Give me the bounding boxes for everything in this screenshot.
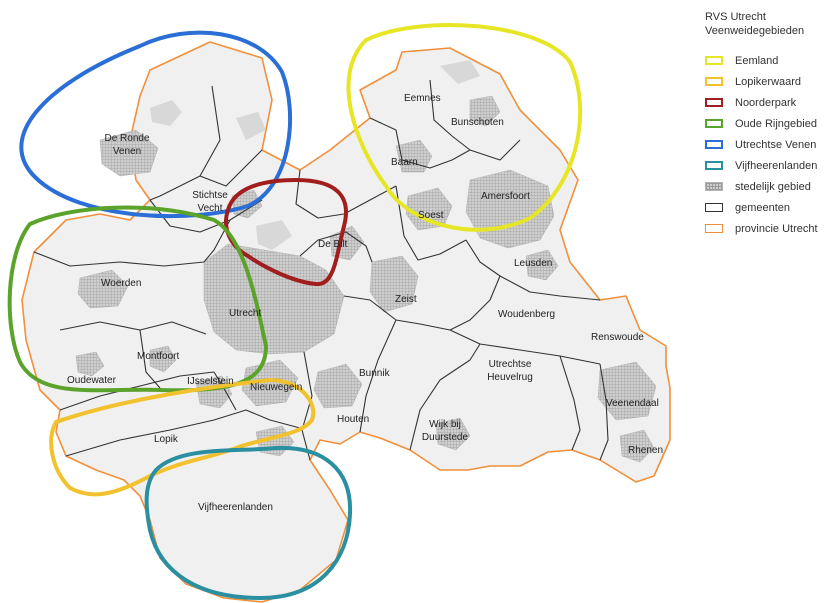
urban-rhenen — [619, 429, 655, 463]
urban-bunschoten — [469, 95, 501, 127]
label-zeist: Zeist — [395, 294, 417, 305]
region-noorderpark — [224, 178, 348, 287]
legend-swatch — [705, 140, 723, 149]
legend-item: provincie Utrecht — [705, 218, 831, 239]
legend-label: Oude Rijngebied — [735, 117, 817, 130]
label-bunschoten: Bunschoten — [451, 117, 504, 128]
region-lopikerwaard — [49, 378, 316, 497]
urban-houten — [313, 363, 363, 409]
urban-de-ronde-venen — [99, 129, 159, 177]
label-rhenen: Rhenen — [628, 445, 663, 456]
label-utrecht: Utrecht — [229, 308, 261, 319]
label-soest: Soest — [418, 210, 444, 221]
label-bunnik: Bunnik — [359, 368, 391, 379]
label-houten: Houten — [337, 414, 369, 425]
region-utrechtse-venen — [19, 30, 293, 219]
label-oudewater: Oudewater — [67, 375, 117, 386]
label-vijfheerenlanden: Vijfheerenlanden — [198, 502, 273, 513]
legend-item: Lopikerwaard — [705, 71, 831, 92]
legend-swatch — [705, 182, 723, 191]
legend-swatch — [705, 98, 723, 107]
legend-title-line1: RVS Utrecht — [705, 11, 766, 23]
urban-baarn — [395, 139, 433, 173]
urban-oudewater — [75, 351, 105, 377]
label-baarn: Baarn — [391, 157, 418, 168]
region-eemland — [346, 22, 583, 232]
label-woudenberg: Woudenberg — [498, 309, 555, 320]
urban-woerden — [77, 269, 129, 309]
legend-title: RVS Utrecht Veenweidegebieden — [705, 10, 831, 38]
legend-label: Noorderpark — [735, 96, 797, 109]
legend-item: Oude Rijngebied — [705, 113, 831, 134]
legend-label: Lopikerwaard — [735, 75, 802, 88]
legend-swatch — [705, 203, 723, 212]
municipal-borders — [33, 79, 609, 461]
legend-swatch — [705, 77, 723, 86]
legend-label: provincie Utrecht — [735, 222, 818, 235]
legend-item: stedelijk gebied — [705, 176, 831, 197]
water-areas — [150, 60, 480, 250]
urban-leusden — [525, 249, 559, 281]
legend-swatch — [705, 224, 723, 233]
legend-item: Vijfheerenlanden — [705, 155, 831, 176]
label-montfoort: Montfoort — [137, 351, 179, 362]
legend-item: Utrechtse Venen — [705, 134, 831, 155]
label-de-bilt: De Bilt — [318, 239, 348, 250]
legend-title-line2: Veenweidegebieden — [705, 25, 805, 37]
legend-label: Vijfheerenlanden — [735, 159, 818, 172]
urban-utrecht — [203, 243, 345, 355]
legend-item: gemeenten — [705, 197, 831, 218]
label-leusden: Leusden — [514, 258, 552, 269]
label-renswoude: Renswoude — [591, 332, 644, 343]
urban-wijk — [435, 417, 471, 451]
label-lopik: Lopik — [154, 434, 179, 445]
legend-label: Utrechtse Venen — [735, 138, 817, 151]
province-area — [21, 41, 671, 603]
label-eemnes: Eemnes — [404, 93, 441, 104]
legend-swatch — [705, 161, 723, 170]
label-veenendaal: Veenendaal — [606, 398, 659, 409]
legend-label: Eemland — [735, 54, 779, 67]
legend-swatch — [705, 56, 723, 65]
legend-swatch — [705, 119, 723, 128]
legend-item: Eemland — [705, 50, 831, 71]
urban-montfoort — [149, 345, 177, 373]
region-vijfheerenlanden — [144, 445, 353, 600]
label-woerden: Woerden — [101, 278, 141, 289]
urban-zeist — [369, 255, 419, 313]
urban-veenendaal — [597, 361, 657, 421]
legend-label: gemeenten — [735, 201, 791, 214]
legend-item: Noorderpark — [705, 92, 831, 113]
label-amersfoort: Amersfoort — [481, 191, 530, 202]
label-ijsselstein: IJsselstein — [187, 376, 234, 387]
legend-label: stedelijk gebied — [735, 180, 811, 193]
label-nieuwegein: Nieuwegein — [250, 382, 302, 393]
region-outlines — [7, 22, 583, 600]
